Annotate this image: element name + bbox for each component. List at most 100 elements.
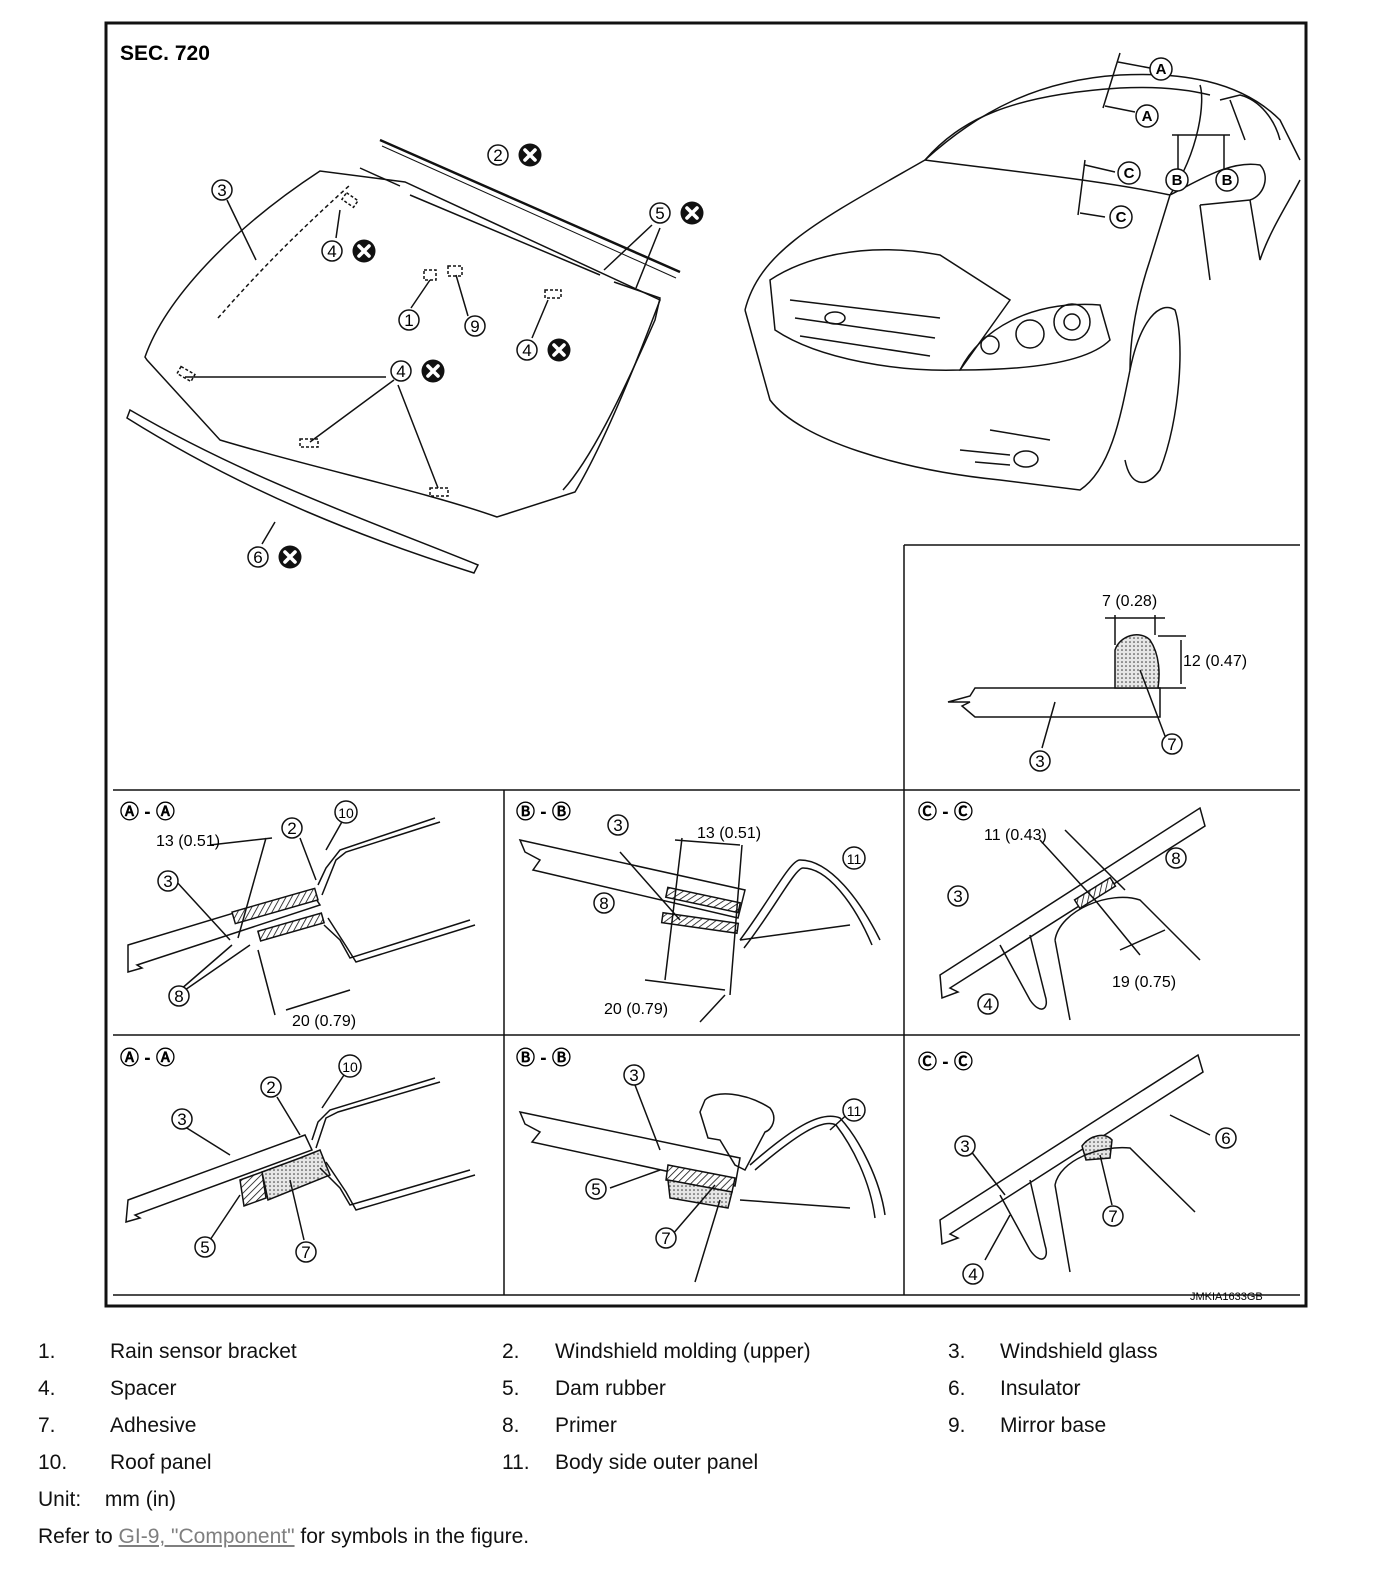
unit-value: mm (in) xyxy=(104,1488,177,1511)
legend-number: 1. xyxy=(38,1340,56,1363)
section-aa-primer xyxy=(127,817,476,1016)
reference-prefix: Refer to xyxy=(38,1525,119,1548)
bead-height-dimension: 12 (0.47) xyxy=(1183,653,1247,670)
legend-number: 3. xyxy=(948,1340,966,1363)
svg-text:1: 1 xyxy=(404,311,413,330)
windshield-glass-outline xyxy=(144,170,661,518)
svg-text:7: 7 xyxy=(1167,735,1176,754)
svg-text:4: 4 xyxy=(522,341,531,360)
legend-label: Windshield glass xyxy=(1000,1340,1158,1363)
legend-label: Windshield molding (upper) xyxy=(555,1340,811,1363)
callout-4: 4 xyxy=(516,338,571,362)
vehicle-illustration xyxy=(744,52,1301,491)
windshield-exploded-view xyxy=(126,138,681,574)
ceramic-band-line xyxy=(217,184,351,319)
svg-text:5: 5 xyxy=(655,204,664,223)
legend-row: 4. Spacer 5. Dam rubber 6. Insulator xyxy=(38,1377,1358,1414)
parts-legend: 1. Rain sensor bracket 2. Windshield mol… xyxy=(38,1340,1358,1488)
callout-9: 9 xyxy=(464,315,486,337)
spacer-part xyxy=(340,191,360,209)
callout-2: 2 xyxy=(487,143,542,167)
bb-primer-callouts: 3 11 8 xyxy=(593,814,866,914)
svg-text:C: C xyxy=(1124,165,1135,182)
section-marker-b: B xyxy=(1215,168,1239,192)
aa-primer-dimension: 13 (0.51) xyxy=(156,833,220,850)
svg-text:6: 6 xyxy=(1221,1129,1230,1148)
legend-row: 10. Roof panel 11. Body side outer panel xyxy=(38,1451,1358,1488)
svg-text:7: 7 xyxy=(301,1243,310,1262)
unit-note: Unit: mm (in) xyxy=(38,1488,176,1512)
legend-number: 11. xyxy=(502,1451,530,1474)
legend-label: Dam rubber xyxy=(555,1377,666,1400)
legend-label: Roof panel xyxy=(110,1451,212,1474)
cc-primer-callouts: 3 8 4 xyxy=(947,847,1187,1015)
legend-number: 8. xyxy=(502,1414,520,1437)
bb-installed-callouts: 3 11 5 7 xyxy=(585,1064,866,1249)
exploded-callouts: 3 2 5 4 1 9 4 4 6 xyxy=(211,143,704,569)
svg-text:5: 5 xyxy=(200,1238,209,1257)
svg-text:A: A xyxy=(1142,108,1153,125)
reference-note: Refer to GI-9, "Component" for symbols i… xyxy=(38,1525,529,1549)
svg-text:11: 11 xyxy=(847,1103,862,1119)
svg-text:C: C xyxy=(1116,209,1127,226)
adhesive-bead-detail xyxy=(947,615,1186,749)
svg-text:3: 3 xyxy=(177,1110,186,1129)
section-marker-b: B xyxy=(1165,168,1189,192)
legend-label: Spacer xyxy=(110,1377,177,1400)
spacer-part xyxy=(176,365,196,383)
figure-frame xyxy=(104,21,1308,1308)
section-aa-installed-title: Ⓐ - Ⓐ xyxy=(120,1046,175,1069)
svg-text:10: 10 xyxy=(338,805,354,821)
svg-text:8: 8 xyxy=(174,987,183,1006)
legend-label: Primer xyxy=(555,1414,617,1437)
callout-6: 6 xyxy=(247,545,302,569)
section-cc-primer xyxy=(939,806,1206,1021)
figure-code: JMKIA1633GB xyxy=(1190,1291,1263,1303)
svg-text:B: B xyxy=(1222,172,1233,189)
section-marker-c: C xyxy=(1109,205,1133,229)
svg-text:2: 2 xyxy=(266,1078,275,1097)
section-marker-a: A xyxy=(1135,104,1159,128)
section-marker-c: C xyxy=(1117,161,1141,185)
svg-text:7: 7 xyxy=(1108,1207,1117,1226)
svg-text:3: 3 xyxy=(953,887,962,906)
svg-text:4: 4 xyxy=(327,242,336,261)
bead-width-dimension: 7 (0.28) xyxy=(1102,593,1157,610)
spacer-part xyxy=(429,487,449,497)
section-bb-title: Ⓑ - Ⓑ xyxy=(516,800,571,823)
svg-text:3: 3 xyxy=(613,816,622,835)
rain-sensor-bracket-part xyxy=(423,269,437,281)
insulator-strip xyxy=(126,408,480,574)
legend-label: Adhesive xyxy=(110,1414,197,1437)
bb-primer-dimension: 13 (0.51) xyxy=(697,825,761,842)
section-marker-a: A xyxy=(1149,57,1173,81)
legend-label: Rain sensor bracket xyxy=(110,1340,297,1363)
svg-text:10: 10 xyxy=(342,1059,358,1075)
section-cc-title: Ⓒ - Ⓒ xyxy=(918,800,973,823)
callout-5: 5 xyxy=(649,201,704,225)
mirror-base-part xyxy=(447,265,463,277)
section-aa-installed xyxy=(125,1074,476,1241)
svg-text:3: 3 xyxy=(217,181,226,200)
svg-text:8: 8 xyxy=(1171,849,1180,868)
svg-text:4: 4 xyxy=(396,362,405,381)
legend-label: Body side outer panel xyxy=(555,1451,759,1474)
svg-text:9: 9 xyxy=(470,317,479,336)
aa-overall-dimension: 20 (0.79) xyxy=(292,1013,356,1030)
svg-text:6: 6 xyxy=(253,548,262,567)
svg-text:B: B xyxy=(1172,172,1183,189)
legend-number: 2. xyxy=(502,1340,520,1363)
svg-text:A: A xyxy=(1156,61,1167,78)
legend-row: 1. Rain sensor bracket 2. Windshield mol… xyxy=(38,1340,1358,1377)
reference-link[interactable]: GI-9, "Component" xyxy=(118,1525,295,1548)
legend-number: 6. xyxy=(948,1377,966,1400)
svg-text:7: 7 xyxy=(661,1229,670,1248)
reference-suffix: for symbols in the figure. xyxy=(294,1525,530,1548)
windshield-component-diagram: SEC. 720 JMKIA1633GB 3 2 5 4 1 9 4 4 6 xyxy=(104,21,1308,1308)
section-bb-installed xyxy=(518,1084,886,1283)
unit-label: Unit: xyxy=(38,1488,82,1511)
section-aa-title: Ⓐ - Ⓐ xyxy=(120,800,175,823)
section-bb-primer xyxy=(518,837,881,1023)
legend-number: 5. xyxy=(502,1377,520,1400)
svg-text:4: 4 xyxy=(968,1265,977,1284)
